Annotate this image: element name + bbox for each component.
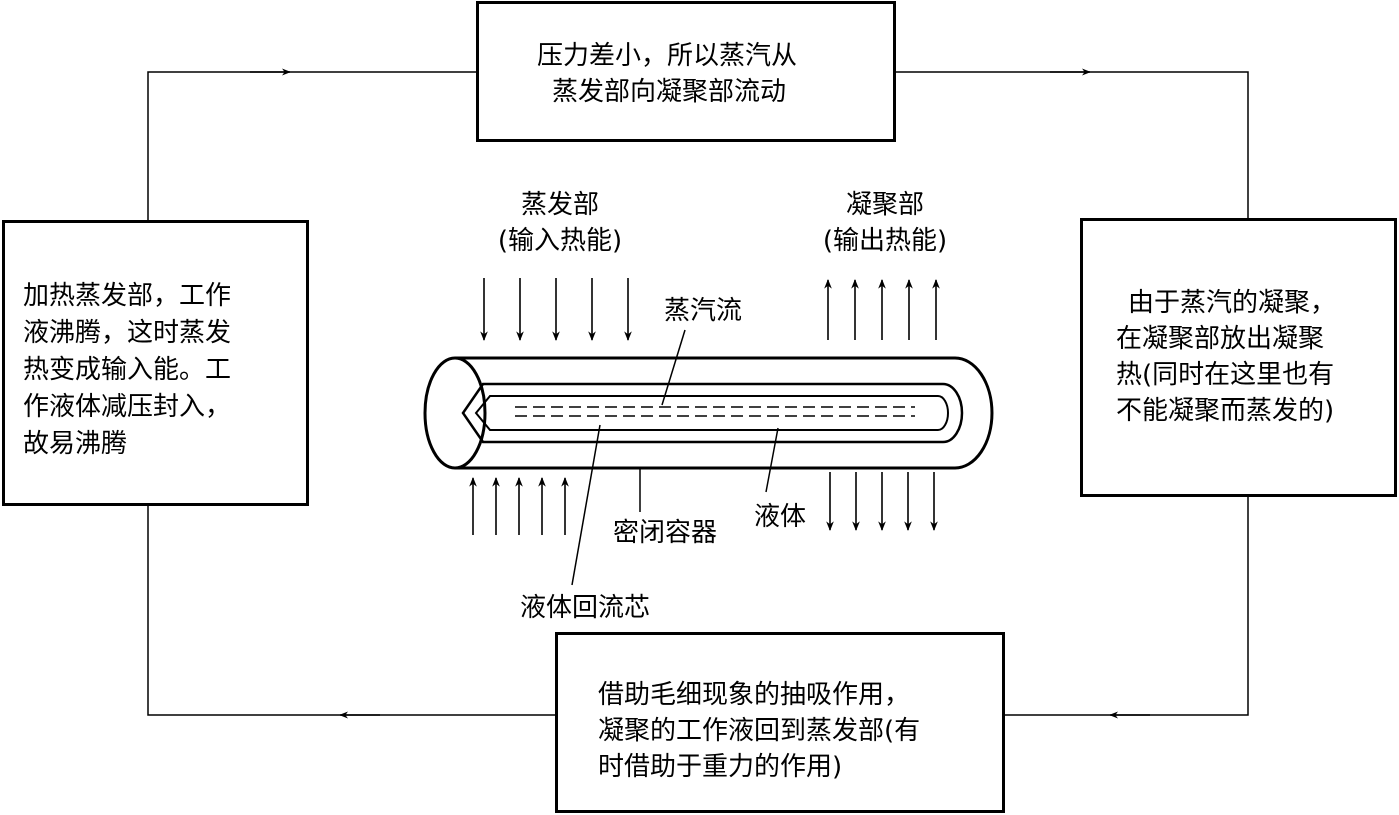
box-right-line-2: 在凝聚部放出凝聚: [1116, 324, 1325, 354]
connector-right-to-bottom: [1005, 497, 1249, 716]
pipe-outer-shell: [455, 356, 994, 470]
connector-top-to-right: [896, 71, 1249, 218]
label-wick: 液体回流芯: [519, 593, 650, 623]
box-right-line-4: 不能凝聚而蒸发的): [1116, 396, 1335, 426]
box-bottom-line-1: 借助毛细现象的抽吸作用，: [598, 680, 911, 710]
box-capillary-return-explanation: 借助毛细现象的抽吸作用， 凝聚的工作液回到蒸发部(有 时借助于重力的作用): [555, 632, 1005, 813]
box-right-line-3: 热(同时在这里也有: [1116, 360, 1335, 390]
connector-left-to-top: [147, 71, 476, 220]
box-left-line-3: 热变成输入能。工: [23, 355, 232, 385]
heat-output-arrows-bottom: [826, 472, 938, 531]
wick-layer: [474, 395, 949, 431]
heat-output-arrows-top: [824, 279, 940, 340]
heat-input-arrows-bottom: [469, 477, 569, 535]
heat-pipe: [423, 356, 994, 470]
label-sealed-container: 密闭容器: [612, 518, 717, 548]
pipe-end-cap: [423, 356, 487, 470]
heat-input-arrows-top: [480, 278, 632, 341]
leader-wick: [571, 424, 601, 586]
label-condenser: 凝聚部: [845, 190, 924, 220]
pipe-inner-wall: [461, 382, 964, 444]
leader-liquid: [765, 427, 779, 493]
box-bottom-line-3: 时借助于重力的作用): [598, 752, 843, 782]
label-vapor-flow: 蒸汽流: [663, 296, 742, 326]
cycle-connectors: [147, 68, 1249, 719]
box-top-line-2: 蒸发部向凝聚部流动: [552, 77, 787, 107]
box-right-line-1: 由于蒸汽的凝聚，: [1128, 288, 1337, 318]
box-vapor-flow-explanation: 压力差小，所以蒸汽从 蒸发部向凝聚部流动: [476, 1, 896, 142]
box-evaporation-explanation: 加热蒸发部，工作 液沸腾，这时蒸发 热变成输入能。工 作液体减压封入， 故易沸腾: [2, 220, 309, 506]
box-left-line-1: 加热蒸发部，工作: [23, 281, 232, 311]
label-evaporator-sub: (输入热能): [497, 226, 623, 256]
label-liquid: 液体: [753, 502, 806, 532]
label-condenser-sub: (输出热能): [822, 226, 948, 256]
connector-bottom-to-left: [147, 506, 555, 716]
box-top-line-1: 压力差小，所以蒸汽从: [537, 41, 798, 71]
box-left-line-5: 故易沸腾: [23, 429, 128, 459]
leader-vapor-flow: [661, 329, 686, 406]
box-bottom-line-2: 凝聚的工作液回到蒸发部(有: [598, 716, 921, 746]
box-left-line-4: 作液体减压封入，: [23, 392, 232, 422]
label-evaporator: 蒸发部: [520, 190, 599, 220]
box-left-line-2: 液沸腾，这时蒸发: [23, 318, 232, 348]
box-condensation-explanation: 由于蒸汽的凝聚， 在凝聚部放出凝聚 热(同时在这里也有 不能凝聚而蒸发的): [1080, 218, 1397, 497]
leader-lines: [571, 329, 779, 586]
